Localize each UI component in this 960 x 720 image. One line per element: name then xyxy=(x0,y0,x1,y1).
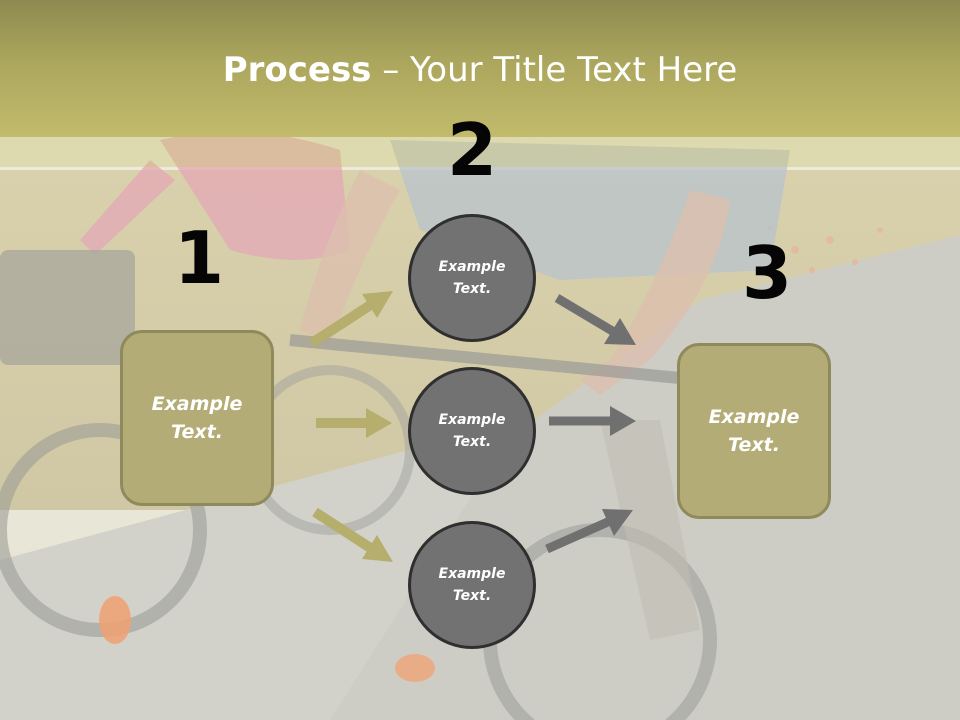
step-2-circle-1: Example Text. xyxy=(408,214,536,342)
step-1-box: Example Text. xyxy=(120,330,274,506)
arrow-2b-to-3 xyxy=(549,406,636,436)
step-2-circle-1-text: Example Text. xyxy=(438,258,506,297)
step-2-circle-3: Example Text. xyxy=(408,521,536,649)
step-2-circle-2: Example Text. xyxy=(408,367,536,495)
step-2-circle-3-text: Example Text. xyxy=(438,565,506,604)
step-2-circle-2-text: Example Text. xyxy=(438,411,506,450)
arrow-1-to-2a xyxy=(309,291,393,348)
title-bar xyxy=(0,0,960,137)
step-number-3: 3 xyxy=(741,231,793,315)
slide-title: Process – Your Title Text Here xyxy=(0,50,960,90)
title-strip xyxy=(0,137,960,167)
title-rest: – Your Title Text Here xyxy=(371,50,738,90)
step-number-1: 1 xyxy=(173,216,225,300)
arrow-1-to-2c xyxy=(312,507,393,562)
arrow-2c-to-3 xyxy=(545,509,633,554)
arrow-1-to-2b xyxy=(316,408,392,438)
title-bold: Process xyxy=(222,50,372,90)
step-3-box: Example Text. xyxy=(677,343,831,519)
step-3-text: Example Text. xyxy=(708,405,800,457)
step-1-text: Example Text. xyxy=(151,392,243,444)
arrow-2a-to-3 xyxy=(554,294,636,345)
step-number-2: 2 xyxy=(446,108,498,192)
